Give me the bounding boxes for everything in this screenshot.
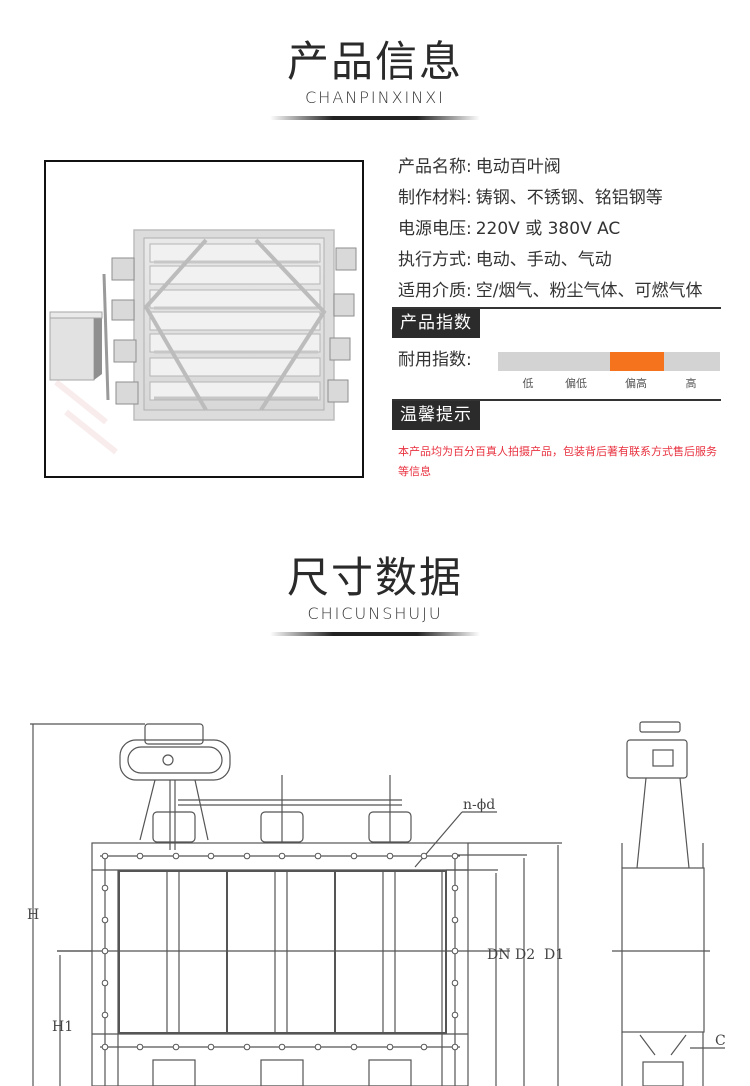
label-D2: D2 <box>515 947 535 963</box>
durability-levels: 低 偏低 偏高 高 <box>498 375 720 390</box>
title-underline <box>270 632 480 636</box>
tips-text: 本产品均为百分百真人拍摄产品，包装背后著有联系方式售后服务等信息 <box>398 445 717 478</box>
label-D1: D1 <box>544 947 564 963</box>
level-mid-high: 偏高 <box>625 377 647 390</box>
product-index-header: 产品指数 <box>392 307 721 338</box>
durability-track <box>498 352 720 371</box>
label-H: H <box>27 907 39 923</box>
level-low: 低 <box>522 377 534 390</box>
title-underline <box>270 116 480 120</box>
tips-tag: 温馨提示 <box>392 401 480 430</box>
durability-label: 耐用指数: <box>398 350 472 370</box>
product-photo <box>44 160 364 478</box>
spec-row-actuation: 执行方式:电动、手动、气动 <box>398 250 612 270</box>
spec-row-name: 产品名称:电动百叶阀 <box>398 157 561 177</box>
louver-damper-image <box>49 229 357 455</box>
tips-header: 温馨提示 <box>392 399 721 430</box>
product-info-heading: 产品信息 CHANPINXINXI <box>0 38 750 120</box>
durability-fill-high-mid <box>610 352 664 371</box>
product-info-subtitle: CHANPINXINXI <box>305 88 445 107</box>
spec-row-medium: 适用介质:空/烟气、粉尘气体、可燃气体 <box>398 281 703 301</box>
technical-drawing: H H1 DN D2 D1 n-ϕd C <box>27 721 726 1086</box>
spec-list: 产品名称:电动百叶阀 制作材料:铸钢、不锈钢、铭铝钢等 电源电压:220V 或 … <box>398 152 702 307</box>
label-C: C <box>715 1033 726 1049</box>
spec-row-voltage: 电源电压:220V 或 380V AC <box>398 219 621 239</box>
spec-row-material: 制作材料:铸钢、不锈钢、铭铝钢等 <box>398 188 663 208</box>
dimension-title: 尺寸数据 <box>286 553 463 602</box>
dimension-subtitle: CHICUNSHUJU <box>307 604 443 623</box>
label-H1: H1 <box>52 1019 73 1035</box>
product-index-tag: 产品指数 <box>392 309 480 338</box>
product-info-title: 产品信息 <box>286 37 463 86</box>
label-holes: n-ϕd <box>463 797 495 813</box>
label-DN: DN <box>487 947 510 963</box>
level-mid-low: 偏低 <box>565 377 587 390</box>
level-high: 高 <box>685 377 697 390</box>
dimension-heading: 尺寸数据 CHICUNSHUJU <box>0 554 750 636</box>
dimension-drawing: H H1 DN D2 D1 n-ϕd C <box>0 700 750 1086</box>
